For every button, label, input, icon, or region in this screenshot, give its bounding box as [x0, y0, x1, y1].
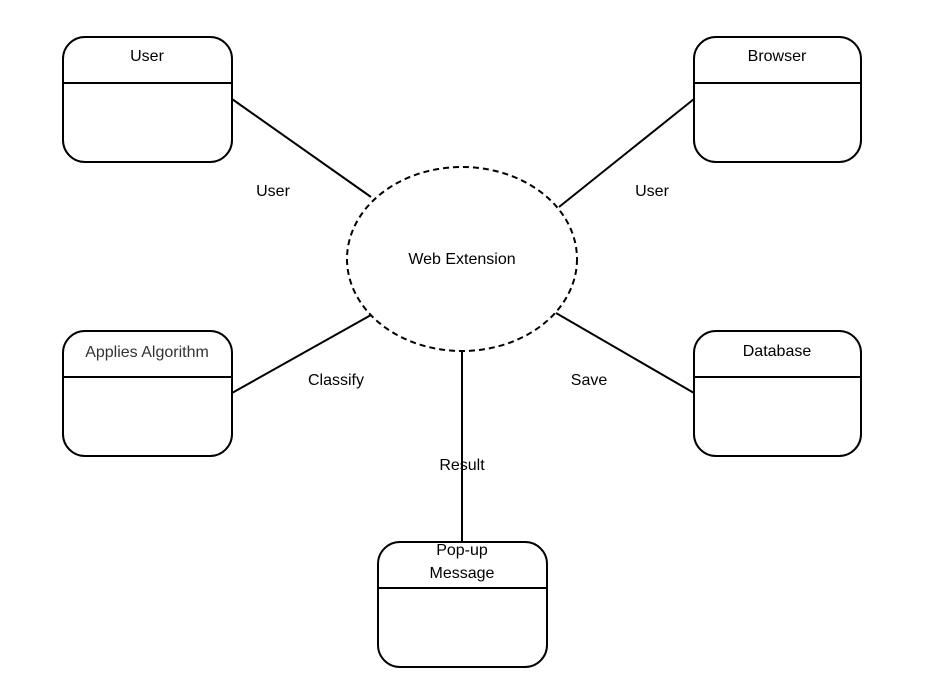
entity-browser-title: Browser [748, 48, 807, 65]
entity-database-title: Database [743, 343, 812, 360]
entity-applies-algorithm-box [62, 330, 233, 457]
web-extension-process: Web Extension [346, 166, 578, 352]
entity-user-title: User [130, 48, 164, 65]
entity-user-box [62, 36, 233, 163]
entity-applies-algorithm-title: Applies Algorithm [85, 344, 209, 361]
flow-label-result: Result [439, 457, 485, 474]
connector-extension-algorithm [231, 314, 372, 394]
flow-label-user-right: User [635, 183, 669, 200]
web-extension-label: Web Extension [408, 251, 515, 268]
flow-label-save: Save [571, 372, 608, 389]
web-extension-ellipse [346, 166, 578, 352]
entity-popup-message-box [377, 541, 548, 668]
entity-popup-message-title-line1: Pop-up [436, 542, 488, 559]
connector-browser-extension [558, 98, 695, 208]
flow-label-user-left: User [256, 183, 290, 200]
entity-applies-algorithm: Applies Algorithm [62, 330, 233, 457]
entity-browser: Browser [693, 36, 862, 163]
entity-popup-message: Pop-up Message [377, 541, 548, 668]
entity-popup-message-title-line2: Message [430, 565, 495, 582]
connector-extension-database [555, 312, 695, 394]
entity-database-box [693, 330, 862, 457]
entity-browser-box [693, 36, 862, 163]
entity-user: User [62, 36, 233, 163]
flow-label-classify: Classify [308, 372, 364, 389]
entity-database: Database [693, 330, 862, 457]
connector-user-extension [231, 98, 372, 198]
